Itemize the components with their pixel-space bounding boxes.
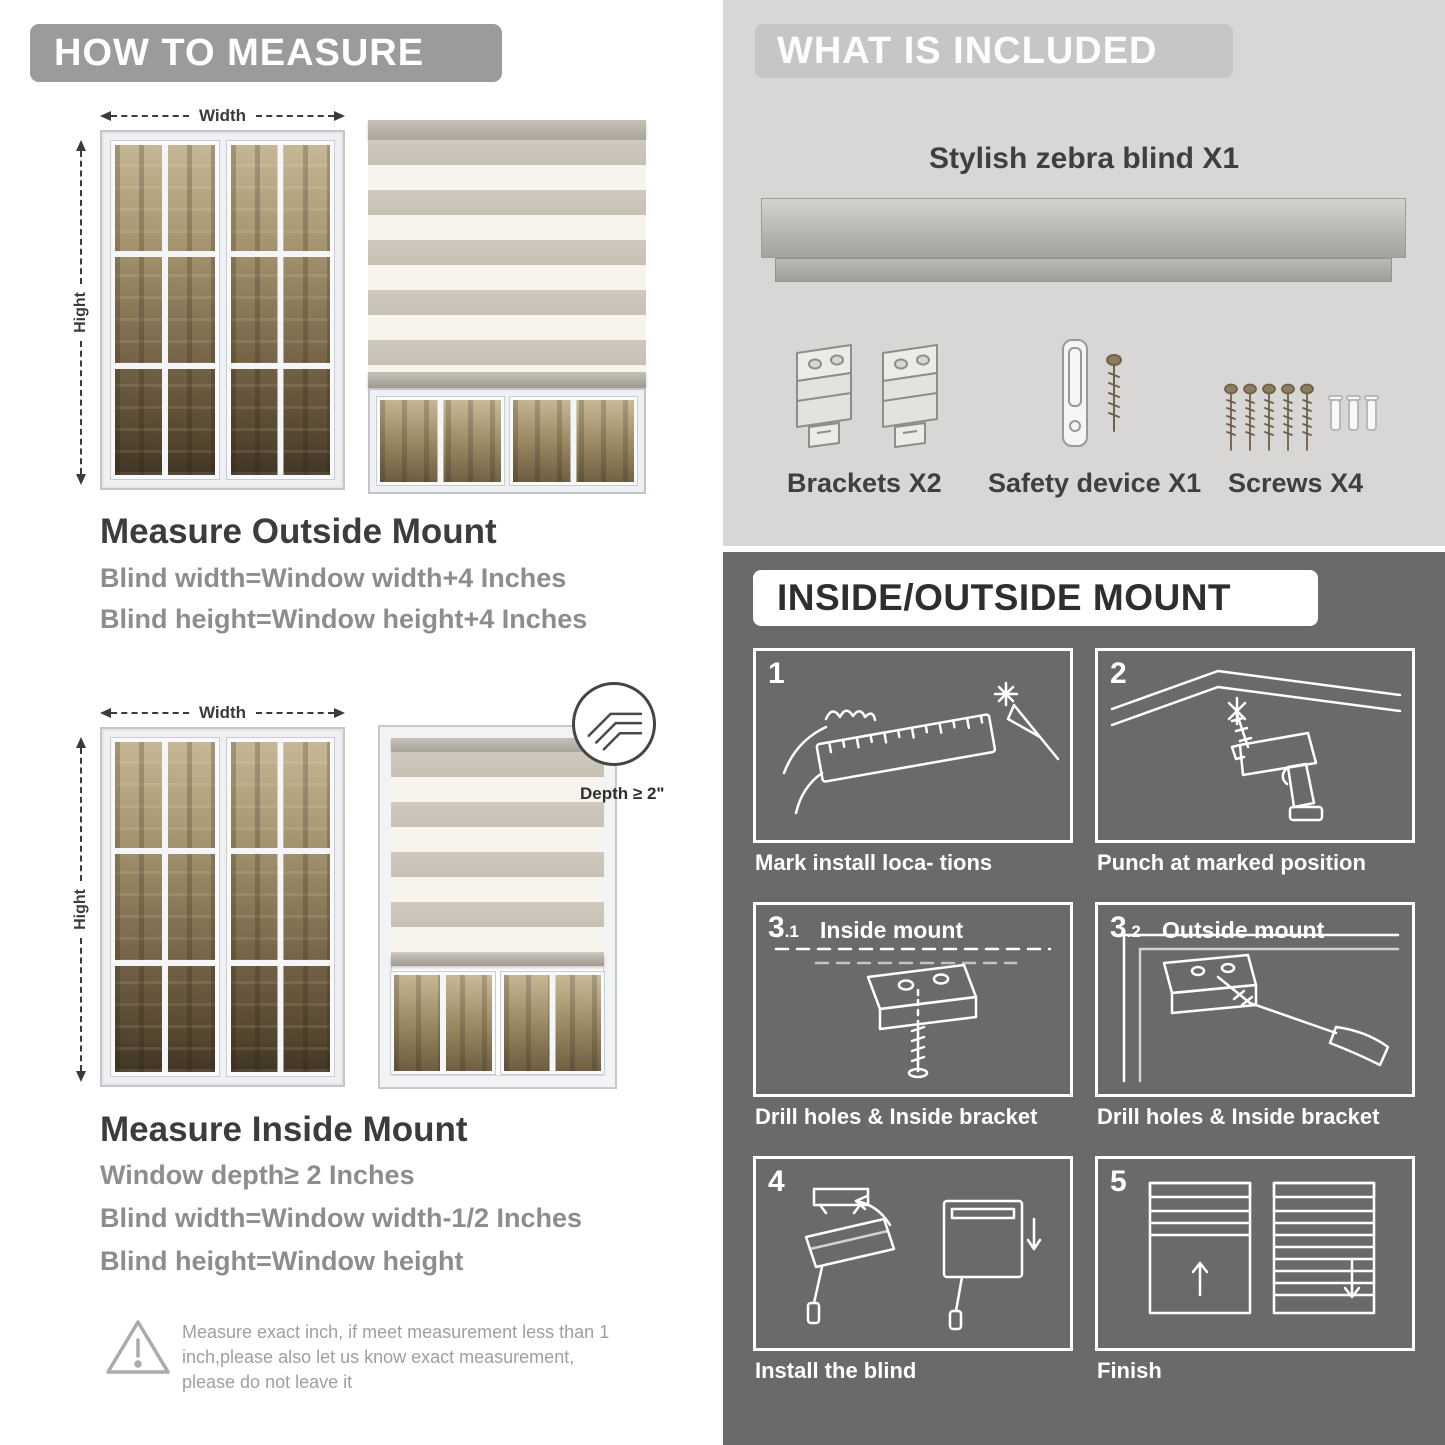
window-pane [390, 971, 496, 1075]
outside-mount-line-1: Blind width=Window width+4 Inches [100, 563, 567, 593]
zebra-blind-outside-illustration [368, 120, 646, 494]
window-sash [110, 140, 220, 480]
step-number: 4 [768, 1165, 785, 1198]
step-title: Outside mount [1162, 917, 1325, 943]
arrow-down-icon [76, 1071, 86, 1082]
height-arrow: Hight [70, 140, 92, 485]
width-arrow: Width [100, 703, 345, 723]
step-3-1-illustration [774, 947, 1052, 1079]
step-2-box: 2 [1095, 648, 1415, 843]
blind-bottom-rail [391, 954, 604, 966]
arrow-left-icon [100, 708, 111, 718]
width-arrow-label: Width [198, 106, 247, 125]
height-arrow: Hight [70, 737, 92, 1082]
blind-cassette [391, 738, 604, 752]
step-number: 3.1 [768, 911, 799, 944]
step-5-box: 5 [1095, 1156, 1415, 1351]
depth-detail-callout [572, 682, 656, 766]
depth-label: Depth ≥ 2" [580, 784, 665, 803]
arrow-right-icon [334, 708, 345, 718]
step-2-illustration [1110, 669, 1402, 822]
inside-mount-line-1: Window depth≥ 2 Inches [100, 1160, 415, 1190]
window-pane [376, 396, 505, 486]
brackets-label: Brackets X2 [787, 468, 942, 498]
blind-bottom-rail [368, 372, 646, 388]
step-4-box: 4 [753, 1156, 1073, 1351]
arrow-up-icon [76, 737, 86, 748]
blind-stripes [368, 140, 646, 372]
what-is-included-panel: WHAT IS INCLUDED Stylish zebra blind X1 [723, 0, 1445, 546]
inside-mount-title: Measure Inside Mount [100, 1110, 468, 1149]
step-1-caption: Mark install loca- tions [755, 850, 993, 875]
arrow-down-icon [76, 474, 86, 485]
outside-mount-title: Measure Outside Mount [100, 512, 497, 551]
zebra-blind-inside-illustration [378, 725, 617, 1089]
step-title: Inside mount [820, 917, 964, 943]
step-1-box: 1 [753, 648, 1073, 843]
how-to-measure-header: HOW TO MEASURE [30, 24, 502, 82]
screws-label: Screws X4 [1228, 468, 1364, 498]
step-number: 2 [1110, 657, 1127, 690]
product-label: Stylish zebra blind X1 [928, 142, 1240, 175]
step-4-illustration [804, 1187, 1042, 1331]
mount-guide-header: INSIDE/OUTSIDE MOUNT [753, 570, 1318, 626]
step-4-caption: Install the blind [755, 1358, 917, 1383]
inside-mount-line-2: Blind width=Window width-1/2 Inches [100, 1203, 583, 1233]
safety-device-icon [1062, 339, 1088, 447]
arrow-right-icon [334, 111, 345, 121]
step-3-1-caption: Drill holes & Inside bracket [755, 1104, 1038, 1129]
blind-headrail-valance [775, 258, 1392, 282]
outside-mount-line-2: Blind height=Window height+4 Inches [100, 604, 588, 634]
blind-stripes [391, 752, 604, 954]
screw-icon [1106, 354, 1122, 432]
window-sash [225, 737, 335, 1077]
width-arrow-label: Width [198, 703, 247, 722]
window-corner-icon [587, 712, 643, 751]
step-3-2-caption: Drill holes & Inside bracket [1097, 1104, 1380, 1129]
mount-guide-panel: INSIDE/OUTSIDE MOUNT 1 Mark install loca… [723, 552, 1445, 1445]
height-arrow-label: Hight [72, 292, 89, 333]
window-pane [509, 396, 638, 486]
step-number: 1 [768, 657, 785, 690]
step-2-caption: Punch at marked position [1097, 850, 1366, 875]
step-5-illustration [1148, 1181, 1376, 1315]
window-illustration-outside [100, 130, 345, 490]
safety-device-label: Safety device X1 [988, 468, 1202, 498]
screws-and-anchors-icon [1224, 383, 1379, 451]
width-arrow: Width [100, 106, 345, 126]
what-is-included-header: WHAT IS INCLUDED [755, 24, 1233, 78]
window-under-blind [368, 388, 646, 494]
height-arrow-label: Hight [72, 889, 89, 930]
arrow-left-icon [100, 111, 111, 121]
step-5-caption: Finish [1097, 1358, 1162, 1383]
warning-triangle-icon [106, 1320, 170, 1374]
bracket-icon [882, 344, 938, 448]
blind-headrail-illustration [761, 198, 1406, 258]
step-3-2-box: 3.2 Outside mount [1095, 902, 1415, 1097]
inside-mount-line-3: Blind height=Window height [100, 1246, 464, 1276]
window-sash [225, 140, 335, 480]
arrow-up-icon [76, 140, 86, 151]
step-1-illustration [782, 681, 1060, 815]
step-number: 5 [1110, 1165, 1127, 1198]
window-under-blind [390, 966, 605, 1075]
blind-cassette [368, 120, 646, 140]
window-pane [499, 971, 605, 1075]
bracket-icon [796, 344, 852, 448]
step-number: 3.2 [1110, 911, 1141, 944]
window-sash [110, 737, 220, 1077]
step-3-2-illustration [1122, 933, 1400, 1083]
window-illustration-inside [100, 727, 345, 1087]
measure-warning-text: Measure exact inch, if meet measurement … [182, 1322, 610, 1392]
step-3-1-box: 3.1 Inside mount [753, 902, 1073, 1097]
